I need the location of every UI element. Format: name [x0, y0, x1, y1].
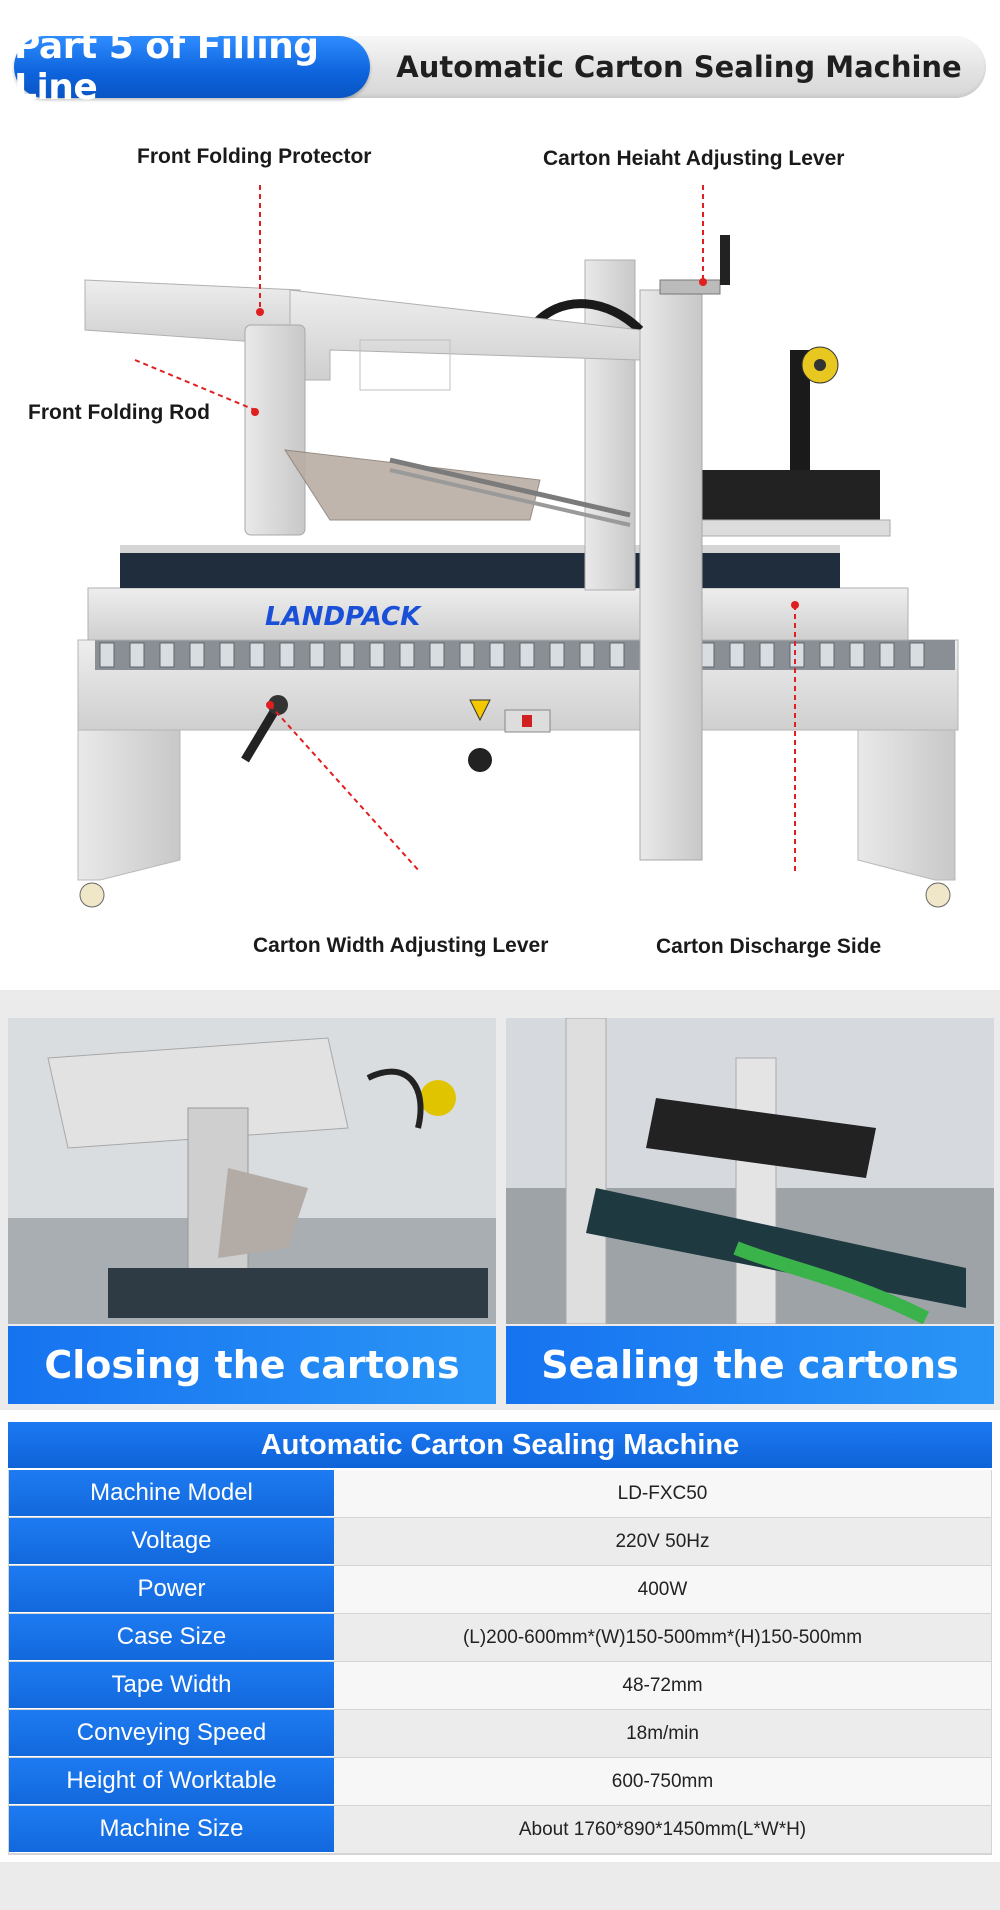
table-row: Conveying Speed 18m/min [9, 1710, 991, 1758]
front-column [639, 289, 703, 861]
callout-front-folding-protector: Front Folding Protector [137, 145, 372, 168]
table-row: Power 400W [9, 1566, 991, 1614]
spec-value: 18m/min [334, 1710, 991, 1757]
process-photos: Closing the cartons Sealing the cartons [0, 990, 1000, 1410]
roller-conveyor [95, 640, 955, 670]
spec-value: About 1760*890*1450mm(L*W*H) [334, 1806, 991, 1853]
table-row: Machine Size About 1760*890*1450mm(L*W*H… [9, 1806, 991, 1854]
spec-label: Voltage [9, 1518, 334, 1565]
header-title: Automatic Carton Sealing Machine [396, 50, 962, 84]
sealing-caption: Sealing the cartons [506, 1326, 994, 1404]
spec-label: Tape Width [9, 1662, 334, 1709]
spec-value: 220V 50Hz [334, 1518, 991, 1565]
callout-front-folding-rod: Front Folding Rod [28, 401, 210, 424]
spec-value: 48-72mm [334, 1662, 991, 1709]
table-row: Voltage 220V 50Hz [9, 1518, 991, 1566]
callout-carton-discharge-side: Carton Discharge Side [656, 935, 882, 958]
drive-belt [120, 550, 840, 588]
spec-table: Automatic Carton Sealing Machine Machine… [8, 1422, 992, 1855]
spec-label: Machine Size [9, 1806, 334, 1853]
callout-carton-width-lever: Carton Width Adjusting Lever [253, 934, 549, 957]
sealing-photo [506, 1018, 994, 1324]
spec-value: 400W [334, 1566, 991, 1613]
footer-band [0, 1862, 1000, 1910]
closing-caption: Closing the cartons [8, 1326, 496, 1404]
spec-table-title: Automatic Carton Sealing Machine [8, 1422, 992, 1470]
callout-dots [251, 278, 799, 709]
table-row: Height of Worktable 600-750mm [9, 1758, 991, 1806]
landpack-logo: LANDPACK [265, 602, 422, 632]
spec-label: Power [9, 1566, 334, 1613]
section-header: Part 5 of Filling Line Automatic Carton … [14, 26, 986, 108]
spec-value: LD-FXC50 [334, 1470, 991, 1517]
table-row: Tape Width 48-72mm [9, 1662, 991, 1710]
spec-label: Height of Worktable [9, 1758, 334, 1805]
spec-rows: Machine Model LD-FXC50 Voltage 220V 50Hz… [8, 1470, 992, 1855]
machine-diagram: LANDPACK Front Folding Protector Carton … [0, 120, 1000, 980]
closing-photo [8, 1018, 496, 1324]
machine-illustration: LANDPACK [77, 185, 959, 908]
spec-value: (L)200-600mm*(W)150-500mm*(H)150-500mm [334, 1614, 991, 1661]
callout-lines [134, 185, 796, 873]
control-panel [468, 699, 551, 772]
spec-value: 600-750mm [334, 1758, 991, 1805]
photo-card-sealing: Sealing the cartons [506, 1018, 994, 1404]
width-crank-handle [241, 695, 288, 763]
table-row: Machine Model LD-FXC50 [9, 1470, 991, 1518]
callout-carton-height-lever: Carton Heiaht Adjusting Lever [543, 147, 845, 170]
part-label-pill: Part 5 of Filling Line [14, 26, 370, 108]
side-rail [87, 587, 909, 641]
top-tape-head [689, 346, 891, 537]
height-crank-handle [659, 235, 730, 295]
spec-label: Machine Model [9, 1470, 334, 1517]
table-row: Case Size (L)200-600mm*(W)150-500mm*(H)1… [9, 1614, 991, 1662]
spec-label: Conveying Speed [9, 1710, 334, 1757]
spec-label: Case Size [9, 1614, 334, 1661]
folding-arm-assembly [84, 279, 641, 536]
photo-card-closing: Closing the cartons [8, 1018, 496, 1404]
